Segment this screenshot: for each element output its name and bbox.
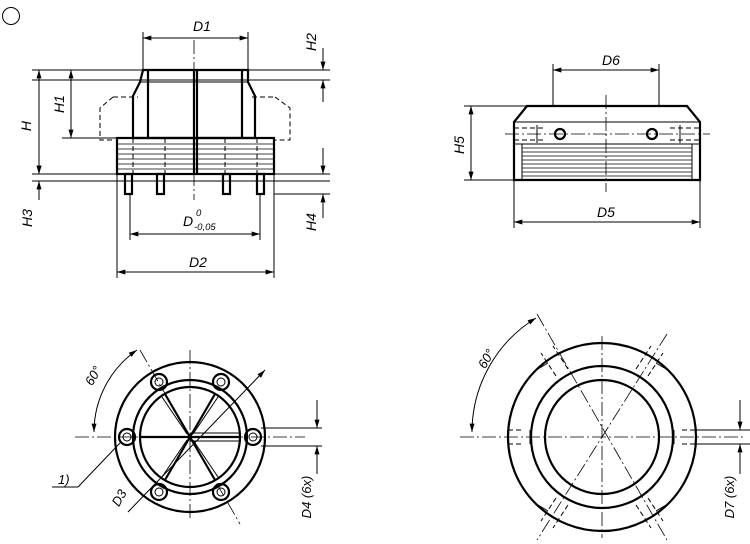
dim-h4: H4	[303, 213, 319, 231]
dim-d5: D5	[597, 204, 615, 220]
dim-angle-left: 60°	[82, 363, 105, 388]
side-view-dimensions: D1 H H1 H2 H3 H4 D 0 -0,05	[18, 18, 330, 278]
radial-holes	[508, 345, 696, 529]
dim-h5: H5	[451, 136, 467, 154]
note-1: 1)	[58, 472, 70, 487]
side-view-assembly	[99, 40, 291, 200]
dim-angle-right: 60°	[475, 346, 498, 371]
thread-hatching-right	[521, 144, 693, 180]
dim-d3: D3	[108, 486, 130, 509]
dim-d-tol-upper: 0	[196, 208, 202, 219]
dim-d2: D2	[189, 254, 207, 270]
dim-h: H	[18, 120, 34, 131]
dim-h2: H2	[303, 33, 319, 51]
dim-d7: D7 (6x)	[722, 476, 737, 519]
dim-h1: H1	[51, 95, 67, 113]
ring-side-view	[505, 95, 710, 192]
dim-d4: D4 (6x)	[299, 476, 314, 519]
dim-d-tol: D	[183, 213, 193, 229]
ring-side-view-dimensions: D6 H5 D5	[451, 52, 701, 228]
dim-d1: D1	[193, 18, 211, 34]
thread-hatching-left	[117, 143, 274, 170]
dim-h3: H3	[19, 209, 35, 227]
view-marker	[2, 7, 20, 25]
top-view-assembly	[75, 349, 305, 525]
ring-top-view-dimensions: 60° D7 (6x)	[469, 317, 750, 519]
dim-d-tol-lower: -0,05	[194, 222, 216, 233]
dim-d6: D6	[602, 52, 620, 68]
ring-top-view	[460, 313, 745, 541]
